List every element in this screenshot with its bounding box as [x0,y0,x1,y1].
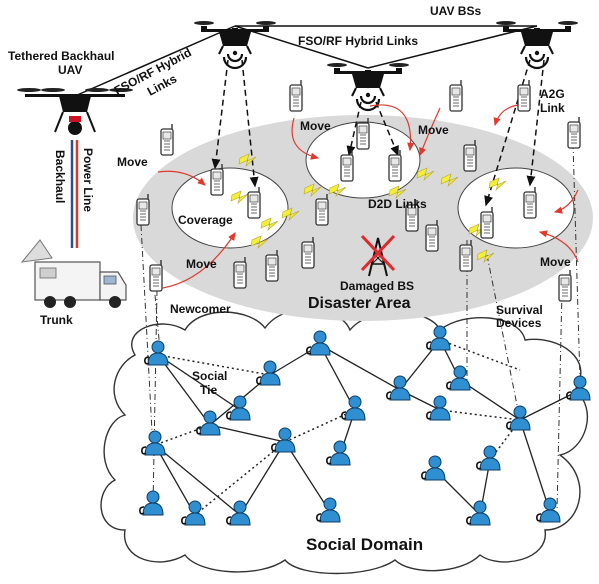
uav-bs-center-icon [325,61,411,112]
survival-devices-label-line2: Devices [496,316,542,330]
fso-rf-links [74,25,538,97]
uav-bss-label: UAV BSs [430,4,481,18]
disaster-area-label: Disaster Area [308,295,411,312]
uav-bs-left-icon [192,19,278,70]
d2d-links-label: D2D Links [368,197,427,211]
tethered-uav-label-line1: Tethered Backhaul [8,49,114,63]
move-label-4: Move [186,257,217,271]
coverage-label: Coverage [178,213,233,227]
disaster-area [133,115,593,321]
power-line-label: Power Line [81,148,95,212]
move-arrows [157,104,579,289]
survival-devices-label-line1: Survival [496,303,543,317]
move-label-1: Move [117,155,148,169]
tethered-uav-icon [17,88,133,135]
fso-rf-top-label: FSO/RF Hybrid Links [298,34,418,48]
social-domain-label: Social Domain [306,535,423,554]
newcomer-label: Newcomer [170,302,231,316]
move-label-3: Move [418,123,449,137]
mapping-lines [140,142,581,511]
a2g-label-line1: A2G [540,87,565,101]
a2g-label-line2: Link [540,101,565,115]
social-tie-label-line1: Social [192,369,227,383]
a2g-links [211,59,545,207]
trunk-label: Trunk [40,313,73,327]
truck-icon [20,239,127,308]
backhaul-label: Backhaul [53,150,67,203]
social-tie-label-line2: Tie [200,383,217,397]
damaged-bs-icon [360,234,396,277]
coverage-area-right [457,167,575,249]
uav-bs-right-icon [494,19,580,70]
tethered-uav-label-line2: UAV [58,63,82,77]
move-label-2: Move [300,119,331,133]
coverage-area-left [171,167,289,249]
damaged-bs-label: Damaged BS [340,279,414,293]
move-label-5: Move [540,255,571,269]
